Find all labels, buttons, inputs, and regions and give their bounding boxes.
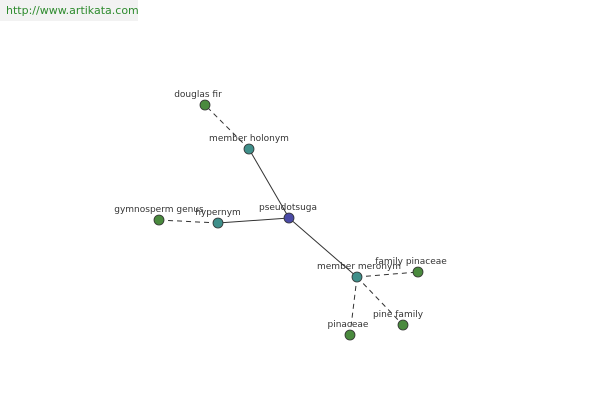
node-label-pine-family[interactable]: pine family [373, 310, 424, 320]
edge-pseudotsuga-to-member-meronym [288, 217, 358, 278]
node-member-holonym[interactable]: member holonym [209, 134, 289, 155]
node-marker-douglas-fir[interactable] [199, 99, 211, 111]
edge-member-meronym-to-pinaceae [349, 276, 358, 336]
node-marker-pseudotsuga[interactable] [283, 212, 295, 224]
node-label-douglas-fir[interactable]: douglas fir [174, 90, 222, 100]
node-marker-member-holonym[interactable] [243, 143, 255, 155]
node-family-pinaceae[interactable]: family pinaceae [375, 257, 447, 278]
edge-member-meronym-to-pine-family [356, 276, 404, 326]
node-douglas-fir[interactable]: douglas fir [174, 90, 222, 111]
node-gymnosperm-genus[interactable]: gymnosperm genus [114, 205, 204, 226]
node-marker-pine-family[interactable] [397, 319, 409, 331]
node-marker-gymnosperm-genus[interactable] [153, 214, 165, 226]
edge-pseudotsuga-to-member-holonym [248, 148, 290, 219]
node-label-gymnosperm-genus[interactable]: gymnosperm genus [114, 205, 204, 215]
node-hypernym[interactable]: hypernym [195, 208, 241, 229]
node-member-meronym[interactable]: member meronym [317, 262, 401, 283]
node-marker-member-meronym[interactable] [351, 271, 363, 283]
node-label-family-pinaceae[interactable]: family pinaceae [375, 257, 447, 267]
node-marker-family-pinaceae[interactable] [412, 266, 424, 278]
node-marker-hypernym[interactable] [212, 217, 224, 229]
node-label-member-holonym[interactable]: member holonym [209, 134, 289, 144]
node-pine-family[interactable]: pine family [373, 310, 424, 331]
node-label-pinaceae[interactable]: pinaceae [328, 320, 369, 330]
edge-hypernym-to-gymnosperm-genus [158, 219, 219, 224]
node-pinaceae[interactable]: pinaceae [328, 320, 369, 341]
node-label-pseudotsuga[interactable]: pseudotsuga [259, 203, 317, 213]
node-label-member-meronym[interactable]: member meronym [317, 262, 401, 272]
node-pseudotsuga[interactable]: pseudotsuga [259, 203, 317, 224]
node-label-hypernym[interactable]: hypernym [195, 208, 241, 218]
edge-member-meronym-to-family-pinaceae [356, 271, 419, 278]
node-marker-pinaceae[interactable] [344, 329, 356, 341]
edge-member-holonym-to-douglas-fir [204, 104, 250, 150]
edges-layer [158, 104, 419, 336]
site-url-banner[interactable]: http://www.artikata.com [0, 0, 139, 21]
edge-pseudotsuga-to-hypernym [217, 217, 290, 224]
nodes-layer: pseudotsuga member holonym douglas fir hype… [114, 90, 447, 341]
